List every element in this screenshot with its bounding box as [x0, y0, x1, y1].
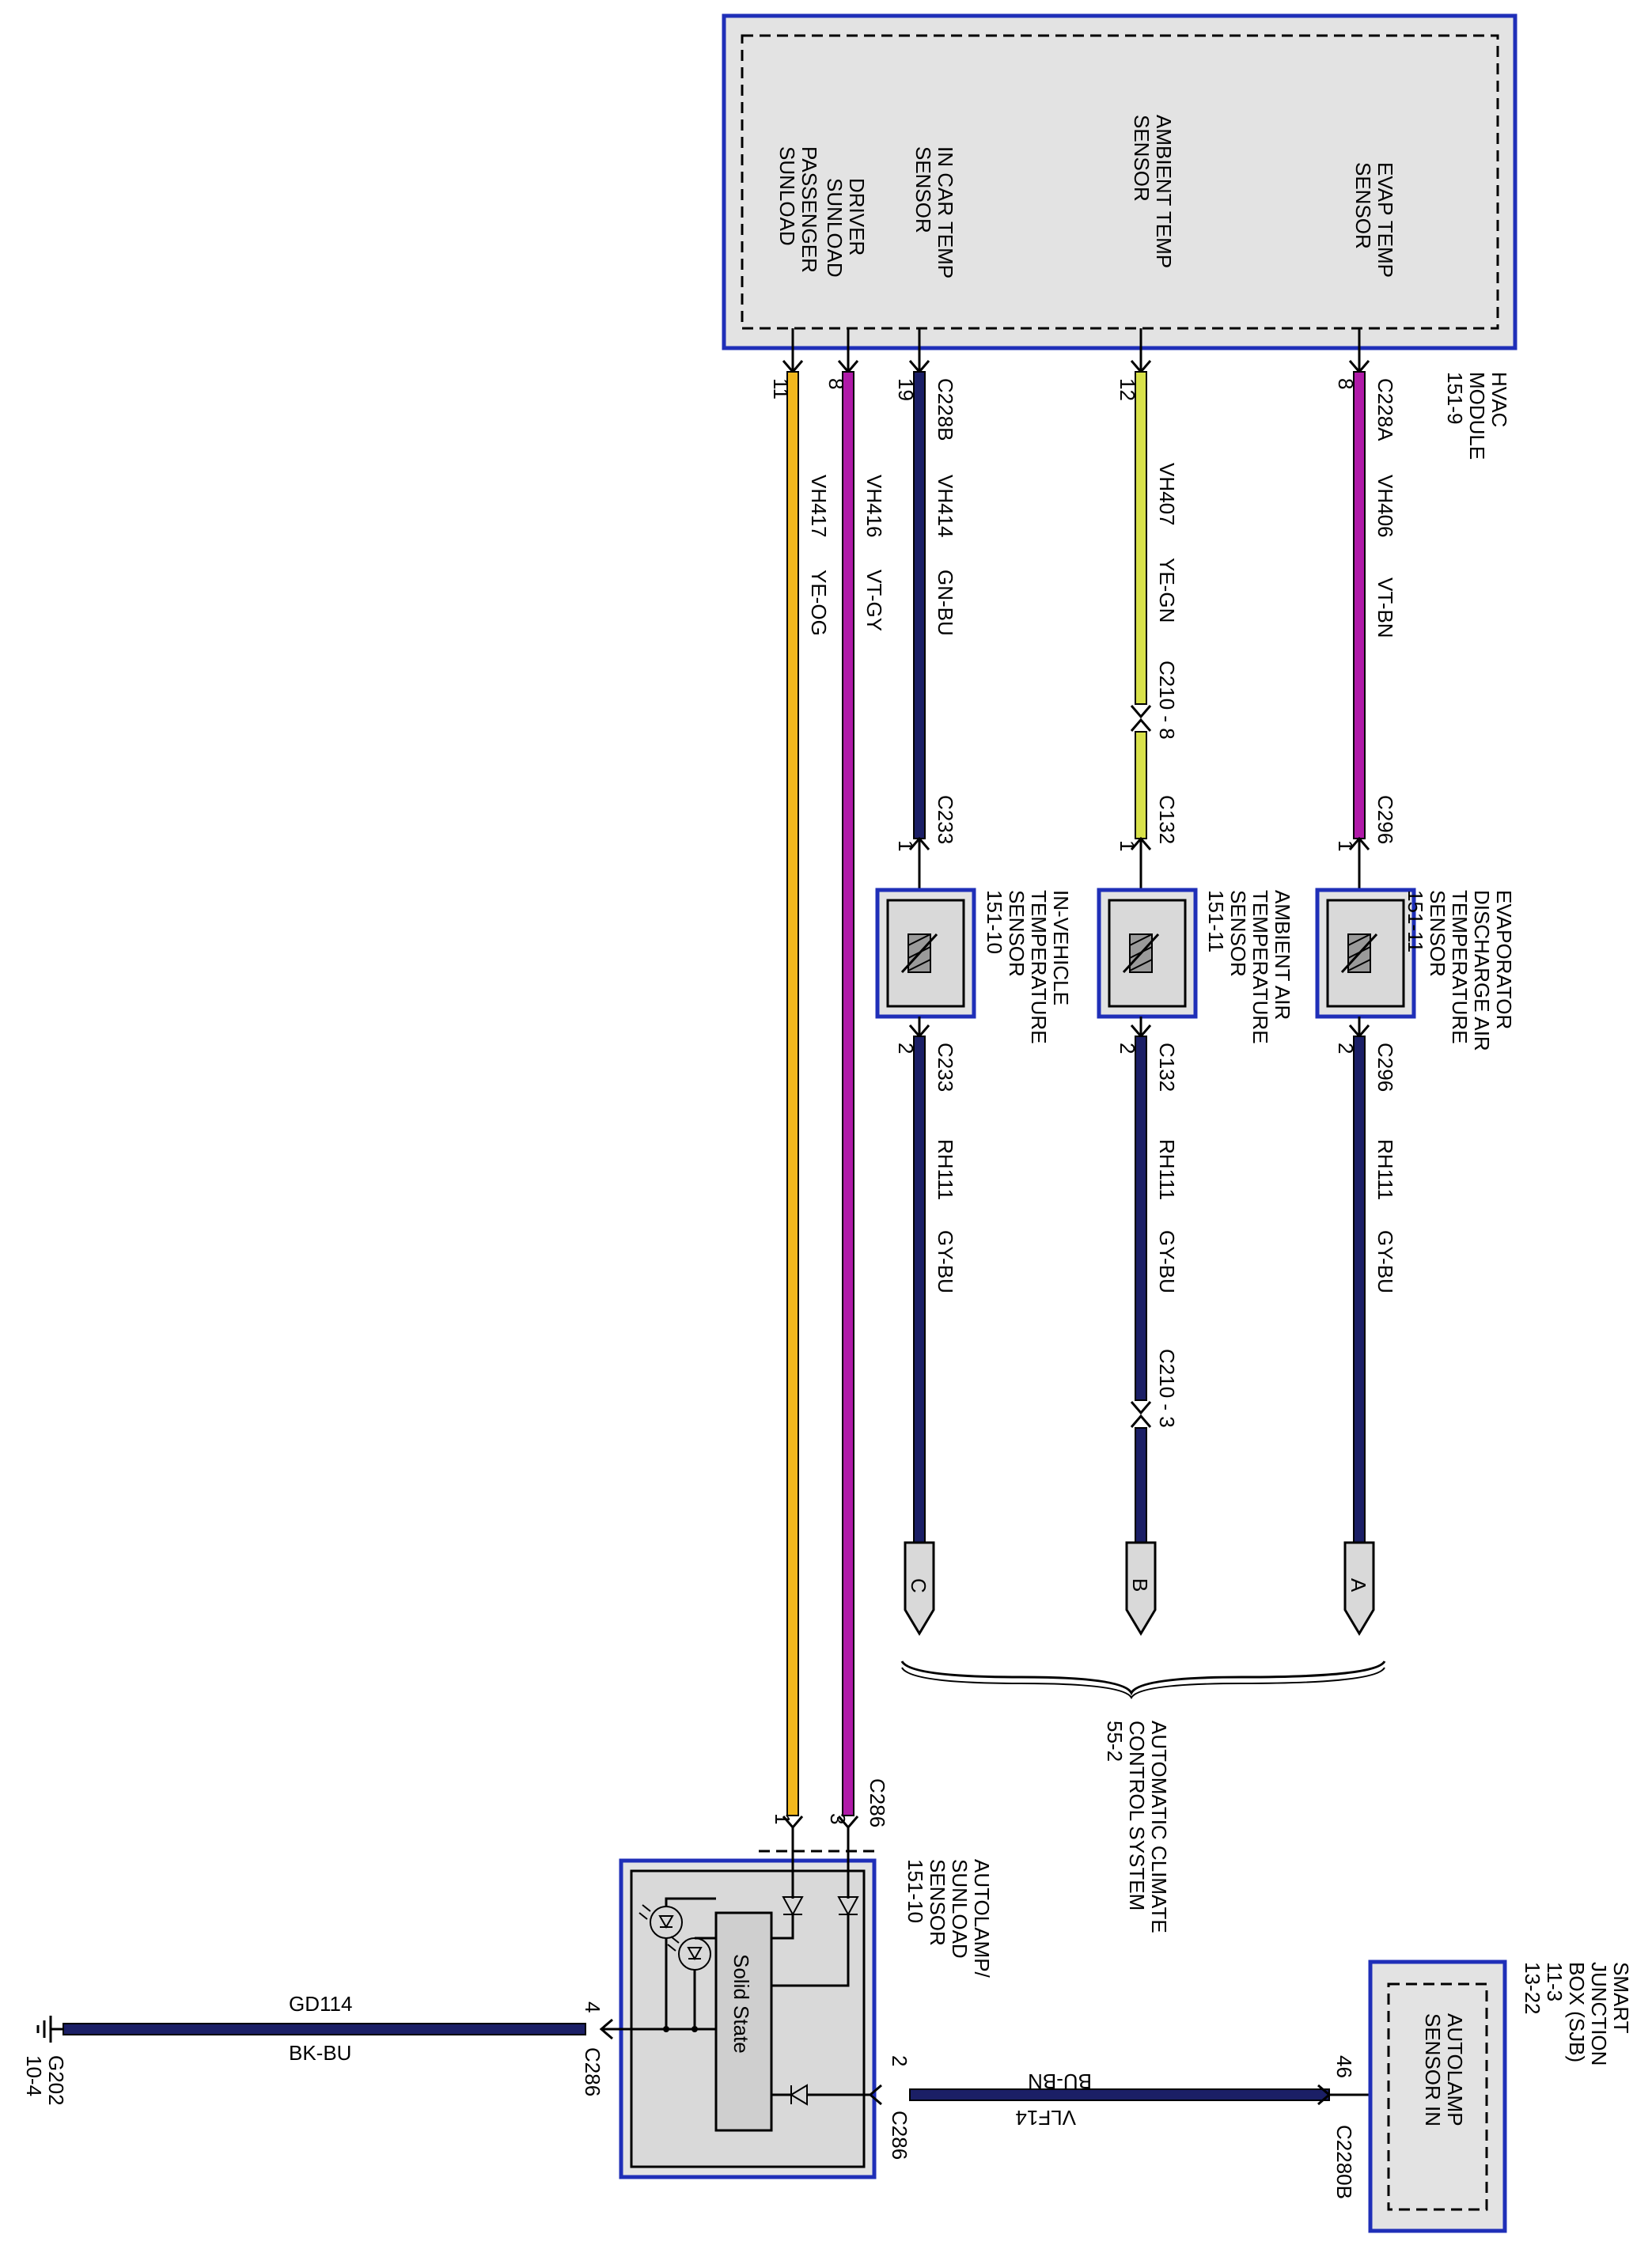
ref-c-label: C	[907, 1578, 930, 1593]
sjb-wire-pin: 2	[888, 2055, 911, 2066]
autolamp-sensor: C286 3 1 Solid State	[601, 1778, 994, 2179]
ambient-pin-out: 2	[1116, 1043, 1139, 1054]
ambient-connector-mid: C132	[1155, 795, 1179, 844]
incar-return-group: 2 C233 RH111 GY-BU C	[894, 1017, 957, 1636]
incar-return-wire	[913, 1036, 926, 1543]
hvac-module: EVAP TEMP SENSOR AMBIENT TEMP SENSOR IN …	[722, 13, 1517, 465]
hvac-module-title: HVAC MODULE 151-9	[1443, 372, 1511, 465]
solid-state-block	[714, 1911, 773, 2132]
hvac-evap-temp-label: EVAP TEMP SENSOR	[1351, 162, 1397, 283]
evap-signal-wire	[1353, 371, 1366, 839]
ground-name: G202 10-4	[22, 2055, 68, 2111]
ambient-wire-group: 12 VH407 YE-GN C210 - 8 C132 1	[1116, 371, 1179, 890]
incar-signal-wire	[913, 371, 926, 839]
incar-connector-mid: C233	[934, 795, 957, 844]
ref-b-arrow	[1125, 1541, 1157, 1636]
autolamp-connector-top: C286	[866, 1778, 889, 1827]
ambient-sensor-connector: C132	[1155, 1043, 1179, 1092]
sjb-wire-circuit: VLF14	[1015, 2106, 1076, 2130]
system-ref-label: AUTOMATIC CLIMATE CONTROL SYSTEM 55-2	[1103, 1721, 1171, 1939]
evap-connector-mid: C296	[1374, 795, 1397, 844]
passenger-circuit: VH417	[807, 475, 831, 538]
ambient-sensor: AMBIENT AIR TEMPERATURE SENSOR 151-11	[1097, 888, 1294, 1050]
evap-color: VT-BN	[1374, 577, 1397, 638]
ambient-color: YE-GN	[1155, 558, 1179, 623]
sjb-wire-group: 2 C286 VLF14 BU-BN 46 C2280B	[868, 2055, 1370, 2199]
autolamp-pin-driver: 3	[826, 1813, 850, 1824]
ground-circuit: 4 C286 GD114 BK-BU G202 10-4	[22, 1992, 613, 2111]
hvac-ambient-temp-label: AMBIENT TEMP SENSOR	[1130, 115, 1176, 274]
ambient-inline-connector: C210 - 8	[1155, 661, 1179, 740]
thermistor-icon	[1122, 933, 1160, 974]
evap-sensor: EVAPORATOR DISCHARGE AIR TEMPERATURE SEN…	[1315, 888, 1516, 1057]
incar-wire-group: C228B 19 VH414 GN-BU C233 1	[894, 371, 957, 890]
ambient-circuit: VH407	[1155, 463, 1179, 526]
driver-circuit: VH416	[862, 475, 886, 538]
evap-connector-top: C228A	[1374, 378, 1397, 441]
sjb-inner-label: AUTOLAMP SENSOR IN	[1421, 2013, 1467, 2131]
evap-sensor-name: EVAPORATOR DISCHARGE AIR TEMPERATURE SEN…	[1404, 890, 1516, 1057]
hvac-passenger-sunload-label: PASSENGER SUNLOAD	[775, 146, 821, 278]
evap-return-wire	[1353, 1036, 1366, 1543]
incar-sensor-connector: C233	[934, 1043, 957, 1092]
incar-pin-out: 2	[894, 1043, 918, 1054]
ref-c-arrow	[904, 1541, 935, 1636]
evap-pin-out: 2	[1334, 1043, 1358, 1054]
ground-circuit-label: GD114	[289, 1992, 352, 2016]
ambient-return-wire-upper	[1135, 1036, 1147, 1401]
sjb-connector: C2280B	[1332, 2125, 1356, 2199]
evap-return-group: 2 C296 RH111 GY-BU A	[1334, 1017, 1397, 1636]
sjb-wire	[909, 2088, 1330, 2101]
thermistor-icon	[1340, 933, 1378, 974]
evap-pin-top: 8	[1334, 378, 1358, 389]
autolamp-sensor-name: AUTOLAMP/ SUNLOAD SENSOR 151-10	[904, 1859, 994, 1983]
ref-a-label: A	[1347, 1578, 1370, 1592]
ambient-signal-wire-lower	[1135, 731, 1147, 839]
ground-color-label: BK-BU	[289, 2041, 351, 2065]
hvac-driver-sunload-label: DRIVER SUNLOAD	[823, 178, 869, 278]
incar-sensor-name: IN-VEHICLE TEMPERATURE SENSOR 151-10	[983, 890, 1073, 1050]
incar-return-circuit: RH111	[934, 1139, 957, 1200]
ground-connector: C286	[581, 2047, 604, 2096]
ambient-return-inline: C210 - 3	[1155, 1349, 1179, 1428]
smart-junction-box: AUTOLAMP SENSOR IN SMART JUNCTION BOX (S…	[1368, 1960, 1633, 2233]
ground-icon	[36, 2016, 63, 2043]
ambient-sensor-name: AMBIENT AIR TEMPERATURE SENSOR 151-11	[1204, 890, 1294, 1050]
sjb-pin: 46	[1332, 2055, 1356, 2078]
incar-sensor: IN-VEHICLE TEMPERATURE SENSOR 151-10	[875, 888, 1073, 1050]
thermistor-icon	[900, 933, 938, 974]
passenger-sunload-wire	[786, 371, 799, 1816]
solid-state-label: Solid State	[729, 1954, 753, 2054]
hvac-in-car-temp-label: IN CAR TEMP SENSOR	[911, 146, 957, 284]
sjb-name: SMART JUNCTION BOX (SJB) 11-3 13-22	[1521, 1962, 1633, 2072]
driver-color: VT-GY	[862, 570, 886, 631]
ambient-return-color: GY-BU	[1155, 1230, 1179, 1293]
evap-return-circuit: RH111	[1374, 1139, 1397, 1200]
autolamp-pin-passenger: 1	[771, 1813, 794, 1824]
ambient-return-group: 2 C132 RH111 GY-BU C210 - 3 B	[1116, 1017, 1179, 1636]
hvac-pin-connectors	[782, 360, 1370, 374]
evap-wire-group: C228A 8 VH406 VT-BN C296 1	[1334, 371, 1397, 890]
system-brace: AUTOMATIC CLIMATE CONTROL SYSTEM 55-2	[900, 1660, 1386, 1939]
incar-connector-top: C228B	[934, 378, 957, 441]
ground-wire	[63, 2023, 586, 2035]
incar-return-color: GY-BU	[934, 1230, 957, 1293]
incar-circuit: VH414	[934, 475, 957, 538]
passenger-color: YE-OG	[807, 570, 831, 636]
ambient-return-circuit: RH111	[1155, 1139, 1179, 1200]
incar-color: GN-BU	[934, 570, 957, 636]
ambient-return-wire-lower	[1135, 1427, 1147, 1543]
sjb-wire-connector: C286	[888, 2111, 911, 2160]
driver-sunload-wire	[842, 371, 854, 1816]
ref-b-label: B	[1128, 1578, 1152, 1592]
sjb-wire-color: BU-BN	[1028, 2069, 1092, 2093]
evap-return-color: GY-BU	[1374, 1230, 1397, 1293]
evap-sensor-connector: C296	[1374, 1043, 1397, 1092]
sunload-wires-group: 8 11 VH416 VT-GY VH417 YE-OG	[769, 371, 886, 1816]
ambient-signal-wire-upper	[1135, 371, 1147, 705]
evap-circuit: VH406	[1374, 475, 1397, 538]
ground-pin: 4	[581, 2001, 604, 2013]
ref-a-arrow	[1343, 1541, 1375, 1636]
